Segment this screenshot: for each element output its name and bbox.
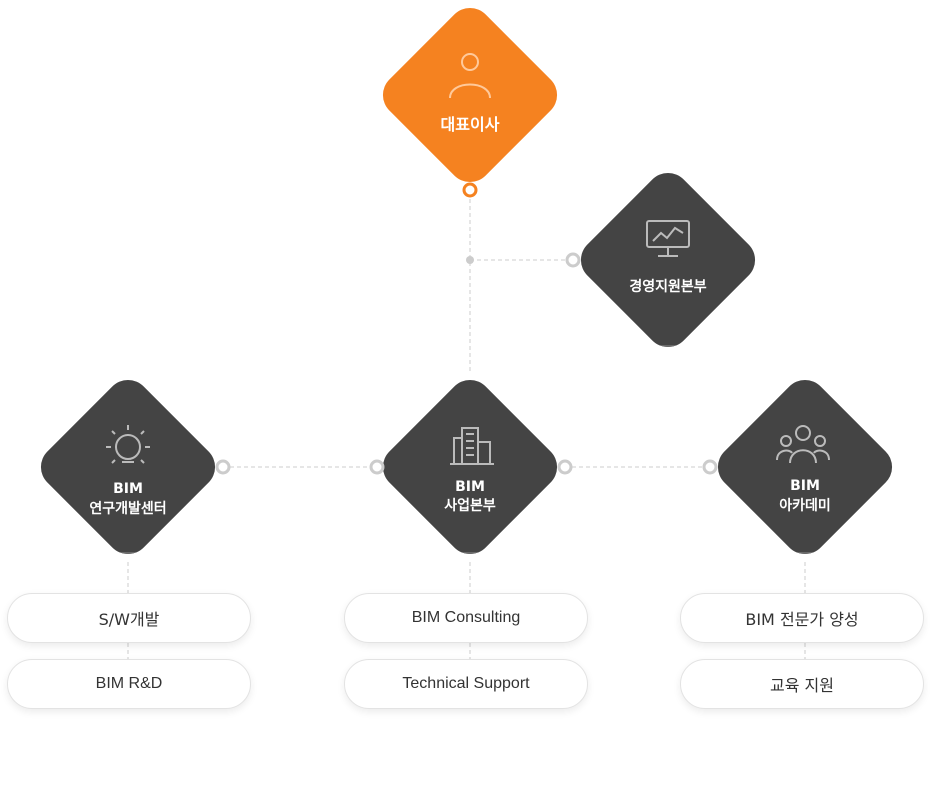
junction-dot — [466, 256, 474, 264]
rnd-label-box: BIM 연구개발센터 — [33, 372, 223, 562]
business-item-support[interactable]: Technical Support — [344, 659, 588, 709]
people-group-icon — [776, 425, 830, 464]
academy-label-line1: BIM — [790, 478, 820, 494]
connector-lines — [127, 192, 806, 660]
lightbulb-icon — [106, 425, 150, 464]
management-label-box: 경영지원본부 — [573, 165, 763, 355]
ceo-node[interactable] — [374, 0, 566, 198]
academy-label-box: BIM 아카데미 — [710, 372, 900, 562]
business-left-dot — [369, 459, 385, 475]
management-label: 경영지원본부 — [629, 279, 707, 295]
academy-item-expert[interactable]: BIM 전문가 양성 — [680, 593, 924, 643]
building-icon — [450, 427, 494, 465]
ceo-label: 대표이사 — [440, 115, 500, 134]
rnd-connector-dot — [215, 459, 231, 475]
ceo-connector-dot — [462, 182, 478, 198]
monitor-chart-icon — [646, 220, 690, 257]
academy-item-education[interactable]: 교육 지원 — [680, 659, 924, 709]
rnd-item-sw[interactable]: S/W개발 — [7, 593, 251, 643]
rnd-label-line1: BIM — [113, 481, 143, 497]
academy-connector-dot — [702, 459, 718, 475]
management-connector-dot — [565, 252, 581, 268]
ceo-label-box: 대표이사 — [375, 0, 565, 190]
rnd-item-rnd[interactable]: BIM R&D — [7, 659, 251, 709]
business-label-line1: BIM — [455, 479, 485, 495]
person-icon — [449, 53, 491, 99]
business-label-line2: 사업본부 — [444, 498, 496, 514]
business-right-dot — [557, 459, 573, 475]
academy-label-line2: 아카데미 — [779, 498, 831, 514]
business-item-consulting[interactable]: BIM Consulting — [344, 593, 588, 643]
business-label-box: BIM 사업본부 — [375, 372, 565, 562]
rnd-label-line2: 연구개발센터 — [89, 501, 167, 517]
